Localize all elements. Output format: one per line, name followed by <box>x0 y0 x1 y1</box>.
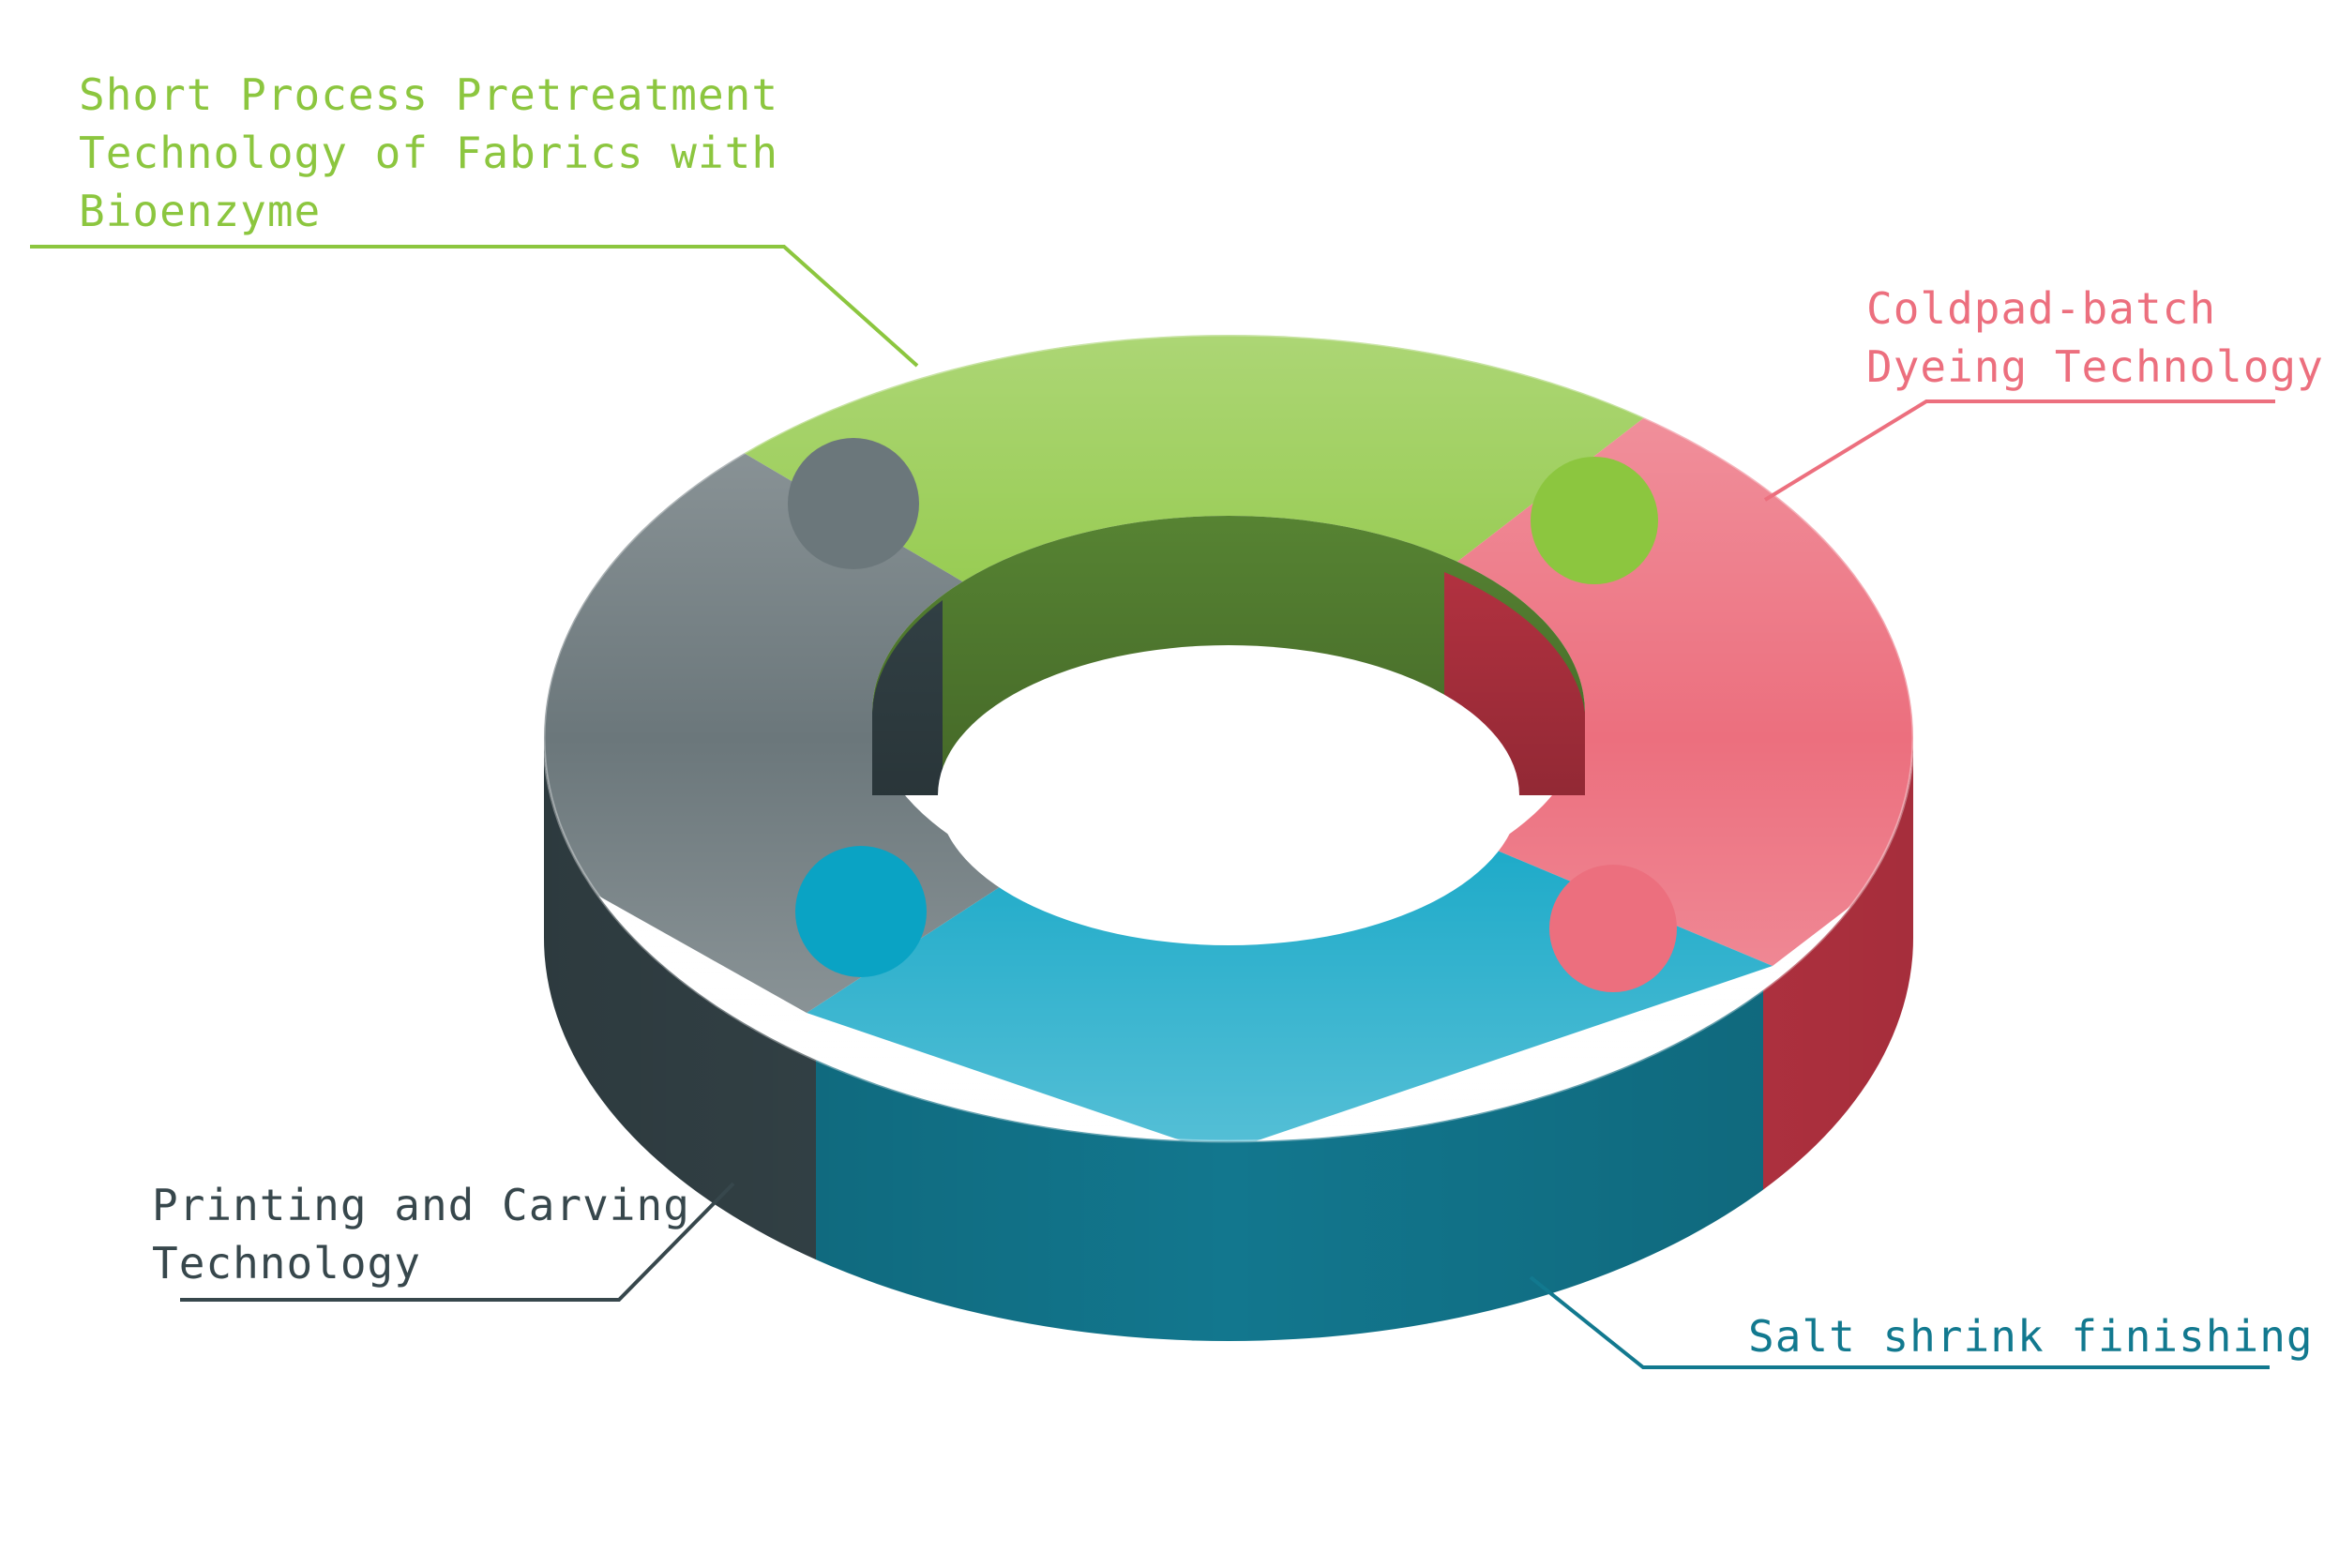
label-line: Bioenzyme <box>79 186 322 236</box>
label-dark-segment: Printing and Carving Technology <box>152 1176 690 1292</box>
label-line: Coldpad-batch <box>1866 283 2217 334</box>
side-shade <box>544 738 1913 1341</box>
leader-line-green <box>30 245 919 368</box>
knob-dark <box>788 438 919 569</box>
label-pink-segment: Coldpad-batch Dyeing Technology <box>1866 279 2324 396</box>
label-line: Salt shrink finishing <box>1748 1311 2314 1362</box>
knob-pink <box>1549 865 1677 992</box>
label-line: Technology <box>152 1238 421 1289</box>
label-line: Dyeing Technology <box>1866 341 2324 392</box>
ring-hole <box>938 645 1519 945</box>
puzzle-knobs <box>788 438 1677 992</box>
label-line: Printing and Carving <box>152 1180 690 1230</box>
label-line: Technology of Fabrics with <box>79 128 779 178</box>
knob-green <box>1531 457 1658 584</box>
ring-outline <box>542 333 1915 1143</box>
leader-lines <box>30 245 2275 1369</box>
ring-side-wall <box>544 738 1913 1341</box>
knob-teal <box>795 846 927 977</box>
label-teal-segment: Salt shrink finishing <box>1748 1307 2314 1365</box>
leader-line-pink <box>1763 400 2275 502</box>
label-green-segment: Short Process Pretreatment Technology of… <box>79 66 778 240</box>
label-line: Short Process Pretreatment <box>79 69 779 120</box>
leader-line-teal <box>1529 1275 2270 1369</box>
leader-line-dark <box>180 1182 735 1302</box>
